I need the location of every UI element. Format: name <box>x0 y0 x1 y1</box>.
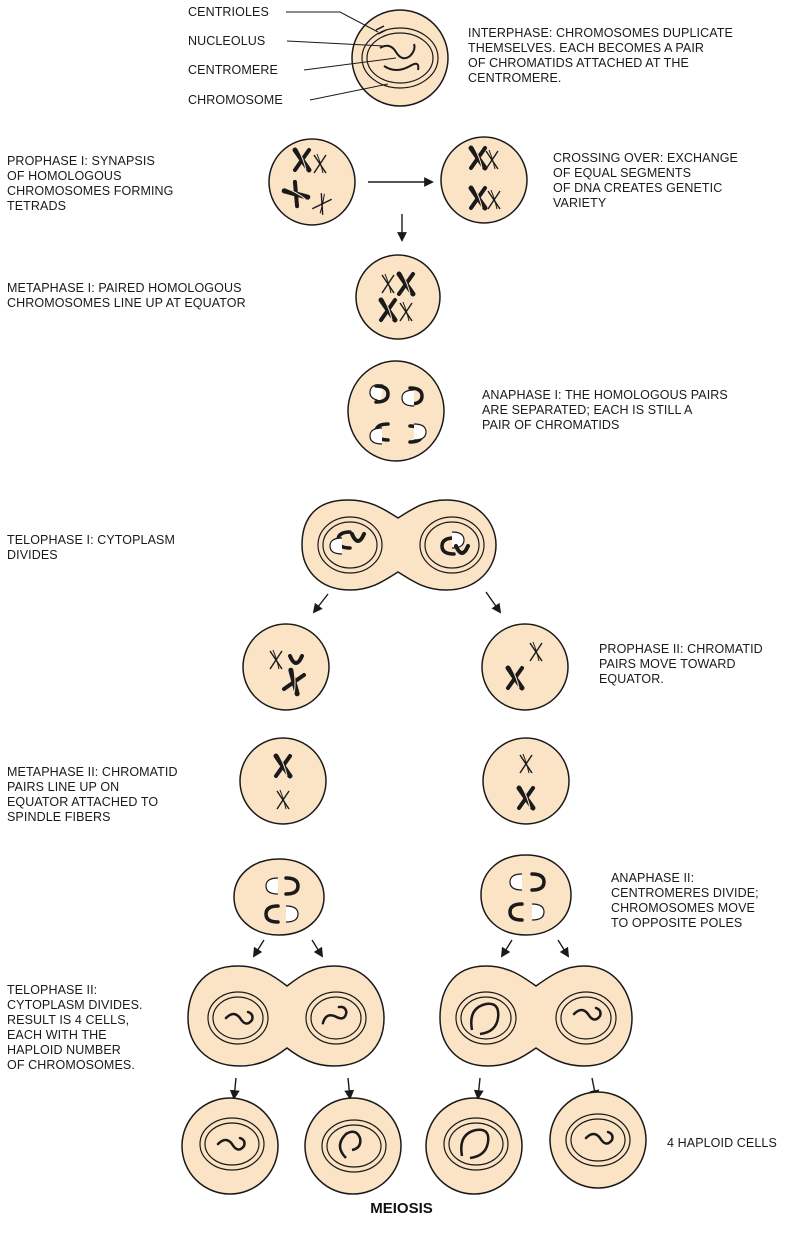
anaphase-ii-right-cell <box>480 854 572 936</box>
anaphase-i-label: ANAPHASE I: THE HOMOLOGOUS PAIRS ARE SEP… <box>482 388 728 432</box>
telophase-i-label: TELOPHASE I: CYTOPLASM DIVIDES <box>7 533 175 562</box>
arrow-anaphase-right-b <box>557 939 570 958</box>
haploid-cells-label: 4 HAPLOID CELLS <box>667 1136 777 1150</box>
arrow-telophase2-a <box>229 1077 240 1100</box>
telophase-ii-right-cell <box>439 965 633 1067</box>
crossing-over-label: CROSSING OVER: EXCHANGE OF EQUAL SEGMENT… <box>553 151 738 210</box>
haploid-cell-2 <box>304 1097 402 1195</box>
telophase-ii-label: TELOPHASE II: CYTOPLASM DIVIDES. RESULT … <box>7 983 143 1072</box>
anaphase-i-cell <box>347 360 445 462</box>
nucleolus-label: NUCLEOLUS <box>188 34 266 48</box>
metaphase-ii-right-cell <box>482 737 570 825</box>
interphase-cell <box>351 9 449 107</box>
telophase-i-cell <box>301 499 497 591</box>
haploid-cell-4 <box>549 1091 647 1189</box>
arrow-telophase2-c <box>473 1077 484 1100</box>
chromosome-label: CHROMOSOME <box>188 93 283 107</box>
metaphase-ii-left-cell <box>239 737 327 825</box>
anaphase-ii-label: ANAPHASE II: CENTROMERES DIVIDE; CHROMOS… <box>611 871 759 930</box>
haploid-cell-1 <box>181 1097 279 1195</box>
arrow-anaphase-right-a <box>500 939 513 958</box>
prophase-ii-label: PROPHASE II: CHROMATID PAIRS MOVE TOWARD… <box>599 642 763 686</box>
arrow-telophase2-b <box>344 1077 355 1100</box>
prophase-ii-left-cell <box>242 623 330 711</box>
metaphase-i-label: METAPHASE I: PAIRED HOMOLOGOUS CHROMOSOM… <box>7 281 246 310</box>
arrow-telophase-right <box>485 591 502 614</box>
interphase-leaders <box>286 11 397 101</box>
metaphase-ii-label: METAPHASE II: CHROMATID PAIRS LINE UP ON… <box>7 765 178 824</box>
prophase-i-cell <box>268 138 356 226</box>
centromere-label: CENTROMERE <box>188 63 278 77</box>
arrow-anaphase-left-a <box>252 939 265 958</box>
interphase-label: INTERPHASE: CHROMOSOMES DUPLICATE THEMSE… <box>468 26 733 85</box>
diagram-title: MEIOSIS <box>370 1200 433 1217</box>
centrioles-label: CENTRIOLES <box>188 5 269 19</box>
prophase-i-label: PROPHASE I: SYNAPSIS OF HOMOLOGOUS CHROM… <box>7 154 174 213</box>
metaphase-i-cell <box>355 254 441 340</box>
telophase-ii-left-cell <box>187 965 385 1067</box>
anaphase-ii-left-cell <box>233 858 325 936</box>
crossing-over-cell <box>440 136 528 224</box>
arrow-anaphase-left-b <box>311 939 324 958</box>
prophase-ii-right-cell <box>481 623 569 711</box>
haploid-cell-3 <box>425 1097 523 1195</box>
arrow-telophase-left <box>312 593 329 614</box>
